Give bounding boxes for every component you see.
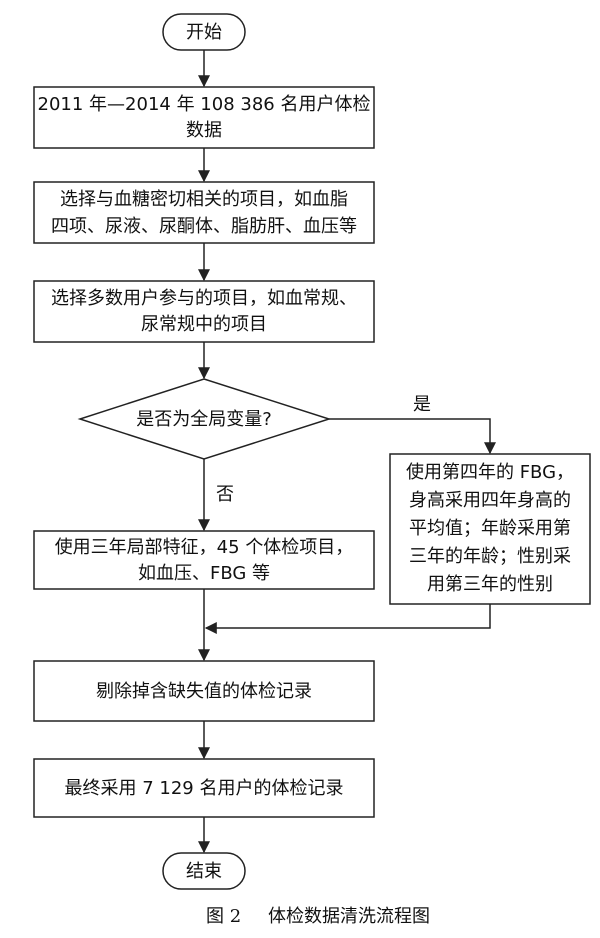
global-no-box bbox=[33, 530, 375, 590]
global-yes-line-4: 三年的年龄；性别采 bbox=[409, 546, 571, 567]
select-related-line-2: 四项、尿液、尿酮体、脂肪肝、血压等 bbox=[51, 216, 357, 237]
start-label: 开始 bbox=[186, 22, 222, 43]
remove-missing-label: 剔除掉含缺失值的体检记录 bbox=[96, 681, 312, 702]
select-related-line-1: 选择与血糖密切相关的项目，如血脂 bbox=[60, 189, 348, 210]
global-yes-line-3: 平均值；年龄采用第 bbox=[409, 518, 571, 539]
select-common-line-1: 选择多数用户参与的项目，如血常规、 bbox=[51, 288, 357, 309]
final-box bbox=[33, 758, 375, 818]
global-yes-line-5: 用第三年的性别 bbox=[427, 574, 553, 595]
global-no-line-2: 如血压、FBG 等 bbox=[138, 563, 270, 584]
global-yes-line-1: 使用第四年的 FBG， bbox=[406, 462, 574, 483]
no-label: 否 bbox=[216, 484, 234, 505]
final-label: 最终采用 7 129 名用户的体检记录 bbox=[65, 778, 344, 799]
caption-title: 体检数据清洗流程图 bbox=[268, 906, 430, 927]
yes-label: 是 bbox=[413, 394, 431, 415]
arrow-yes-merge bbox=[204, 604, 491, 634]
global-no-line-1: 使用三年局部特征，45 个体检项目， bbox=[55, 537, 354, 558]
remove-missing-box bbox=[33, 660, 375, 722]
caption-number: 图 2 bbox=[206, 906, 241, 927]
select-common-box bbox=[33, 280, 375, 343]
arrow-decision-yes bbox=[329, 418, 496, 455]
data-source-line-1: 2011 年—2014 年 108 386 名用户体检 bbox=[38, 94, 371, 115]
data-source-box bbox=[33, 86, 375, 149]
end-label: 结束 bbox=[186, 861, 222, 882]
data-source-line-2: 数据 bbox=[186, 120, 222, 141]
select-common-line-2: 尿常规中的项目 bbox=[141, 314, 267, 335]
end-terminal bbox=[162, 852, 246, 890]
decision-label: 是否为全局变量? bbox=[136, 409, 272, 430]
global-yes-line-2: 身高采用四年身高的 bbox=[409, 490, 571, 511]
